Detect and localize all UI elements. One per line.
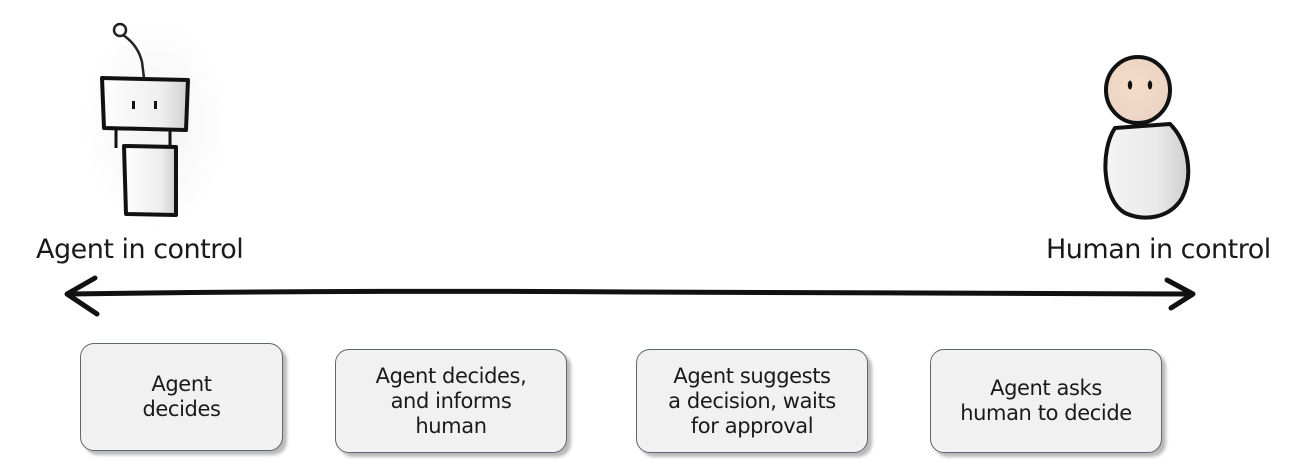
level-label: Agent decides xyxy=(142,372,221,421)
level-label: Agent suggests a decision, waits for app… xyxy=(668,363,836,438)
human-icon xyxy=(1103,55,1191,220)
human-in-control-label: Human in control xyxy=(1046,234,1271,265)
level-agent-asks-human: Agent asks human to decide xyxy=(930,349,1162,453)
level-agent-decides: Agent decides xyxy=(80,343,283,451)
level-agent-decides-informs: Agent decides, and informs human xyxy=(335,349,567,453)
control-spectrum-arrow xyxy=(64,275,1196,317)
level-agent-suggests: Agent suggests a decision, waits for app… xyxy=(636,349,868,453)
level-label: Agent decides, and informs human xyxy=(375,363,527,438)
level-label: Agent asks human to decide xyxy=(960,376,1132,425)
robot-icon xyxy=(83,20,227,230)
agent-in-control-label: Agent in control xyxy=(36,234,244,265)
